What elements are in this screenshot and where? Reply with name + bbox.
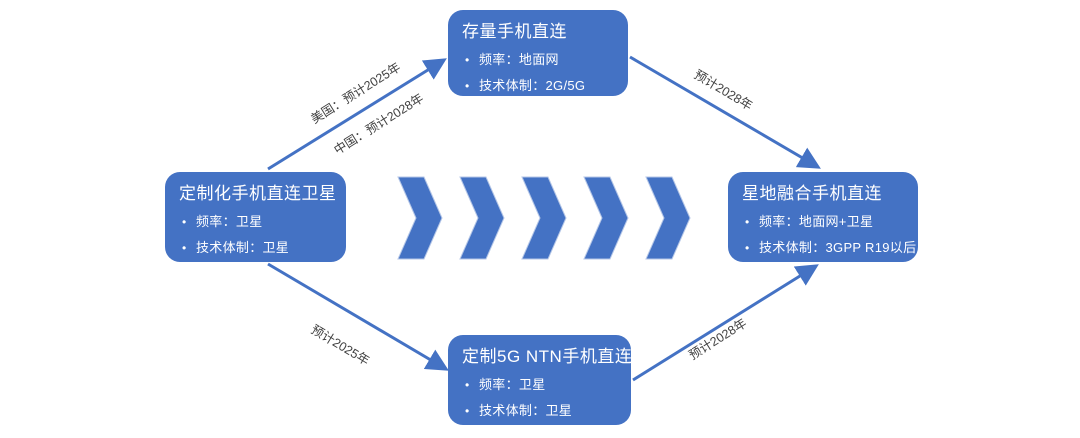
chevron-icon — [459, 176, 505, 260]
bullet-list: 频率：地面网 技术体制：2G/5G — [462, 47, 620, 99]
bullet-list: 频率：卫星 技术体制：卫星 — [462, 372, 623, 424]
chevron-icon — [397, 176, 443, 260]
chevron-icon — [645, 176, 691, 260]
node-title: 定制化手机直连卫星 — [179, 184, 337, 203]
bullet-item: 频率：地面网+卫星 — [742, 209, 910, 235]
bullet-item: 频率：卫星 — [462, 372, 623, 398]
bullet-list: 频率：卫星 技术体制：卫星 — [179, 209, 338, 261]
bullet-item: 频率：地面网 — [462, 47, 620, 73]
bullet-list: 频率：地面网+卫星 技术体制：3GPP R19以后 — [742, 209, 916, 261]
chevron-icon — [583, 176, 629, 260]
bullet-item: 技术体制：2G/5G — [462, 73, 620, 99]
bullet-item: 频率：卫星 — [179, 209, 338, 235]
chevron-row — [397, 176, 691, 260]
bullet-item: 技术体制：卫星 — [462, 398, 623, 424]
edge-left-to-bottom-arrow — [267, 262, 449, 371]
node-integrated-phone-direct: 星地融合手机直连 频率：地面网+卫星 技术体制：3GPP R19以后 — [728, 172, 918, 262]
node-title: 存量手机直连 — [462, 22, 567, 41]
node-title: 星地融合手机直连 — [742, 184, 882, 203]
bullet-item: 技术体制：卫星 — [179, 235, 338, 261]
node-title: 定制5G NTN手机直连 — [462, 347, 633, 366]
node-legacy-phone-direct: 存量手机直连 频率：地面网 技术体制：2G/5G — [448, 10, 628, 99]
edge-bottom-to-right-arrow — [632, 264, 819, 382]
edge-top-to-right-arrow — [629, 55, 821, 169]
node-custom-phone-satellite: 定制化手机直连卫星 频率：卫星 技术体制：卫星 — [165, 172, 346, 262]
node-custom-5g-ntn-direct: 定制5G NTN手机直连 频率：卫星 技术体制：卫星 — [448, 335, 633, 425]
bullet-item: 技术体制：3GPP R19以后 — [742, 235, 916, 261]
edge-left-to-top-arrow — [267, 58, 447, 171]
chevron-icon — [521, 176, 567, 260]
